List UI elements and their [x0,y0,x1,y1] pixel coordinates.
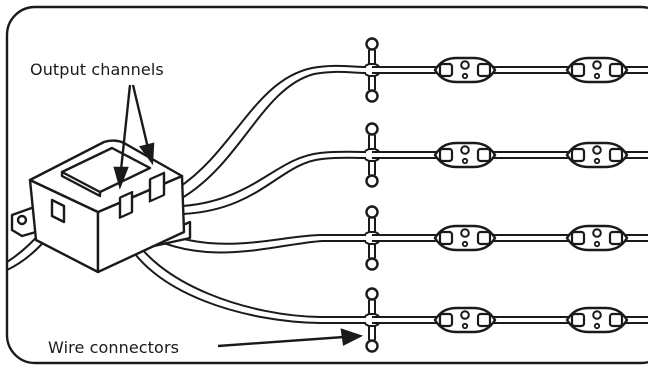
strand-3 [363,205,648,271]
strand-4 [363,287,648,353]
led-module-2a [433,141,497,169]
wire-connector-4 [363,287,381,353]
strand-2 [363,122,648,188]
output-channels-arrows [113,84,155,190]
wire-connector-2 [363,122,381,188]
led-module-4a [433,306,497,334]
led-module-3a [433,224,497,252]
led-module-3b [565,224,629,252]
output-channels-label: Output channels [30,60,164,79]
wire-connector-1 [363,37,381,103]
led-module-1a [433,56,497,84]
wire-connectors-label: Wire connectors [48,338,180,357]
led-module-4b [565,306,629,334]
outer-border [5,5,648,365]
controller-box [10,139,192,274]
wire-connectors-arrow [217,328,364,348]
strand-1 [363,37,648,103]
led-module-2b [565,141,629,169]
wire-connector-3 [363,205,381,271]
led-module-1b [565,56,629,84]
